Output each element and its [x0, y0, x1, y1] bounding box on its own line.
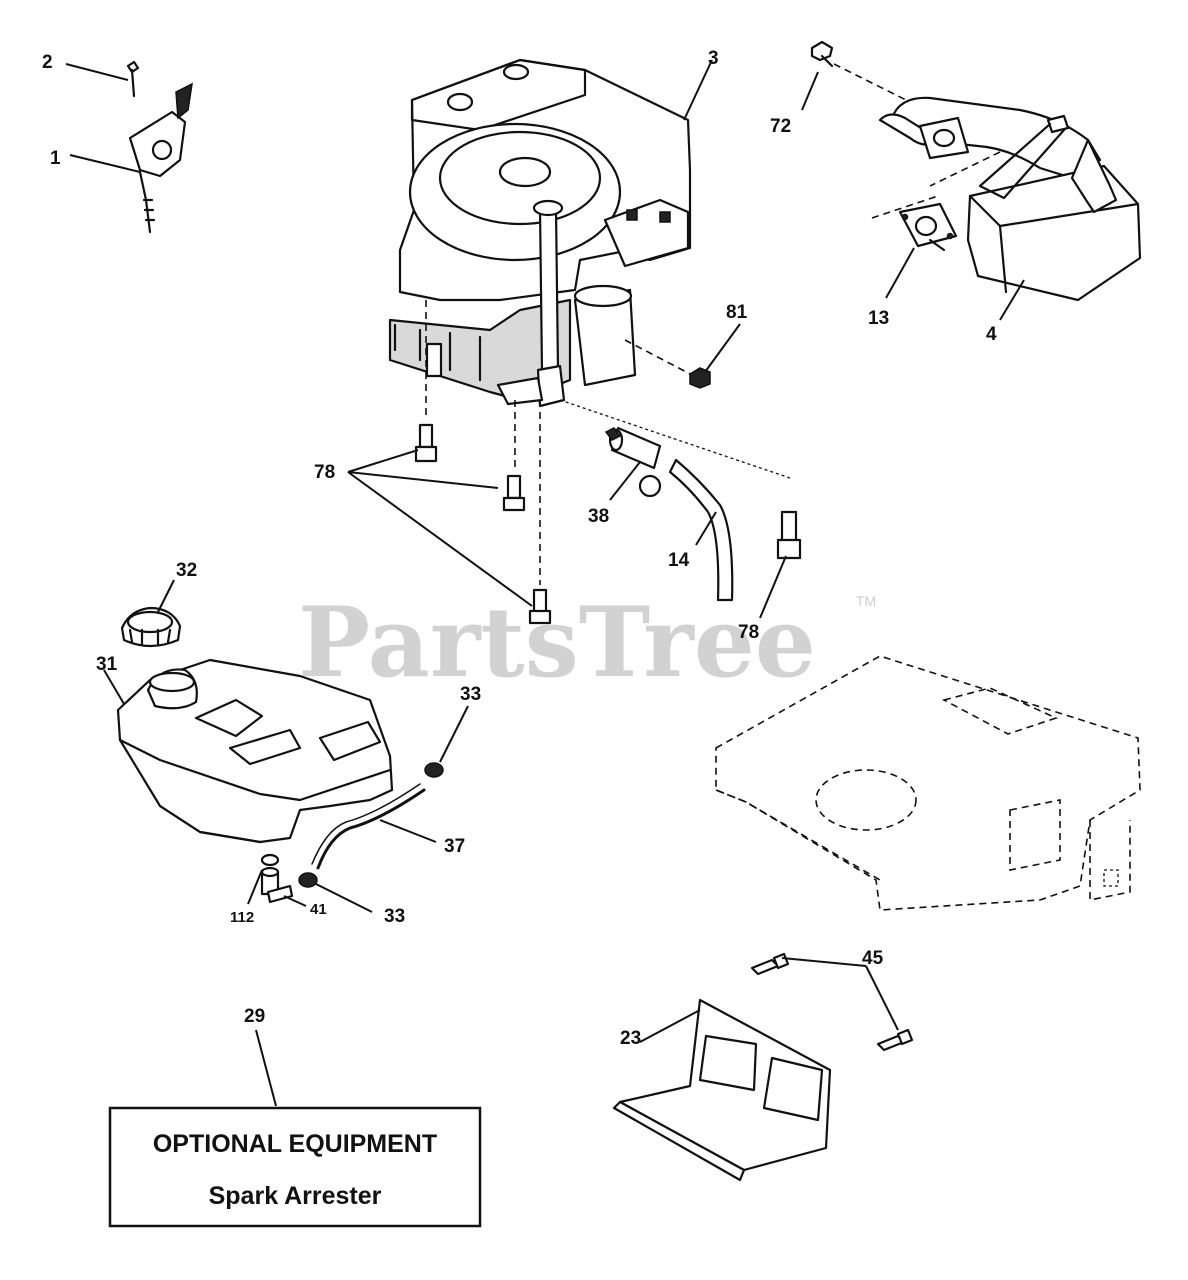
label-part-81[interactable]: 81 [726, 302, 748, 323]
fuel-line-part[interactable] [668, 458, 734, 602]
leader-lines [65, 59, 1025, 1107]
optional-equipment-box: OPTIONAL EQUIPMENT Spark Arrester [108, 1106, 482, 1228]
label-part-33[interactable]: 33 [460, 684, 481, 705]
label-part-14[interactable]: 14 [668, 550, 690, 571]
muffler-part[interactable] [878, 96, 1142, 302]
label-part-23[interactable]: 23 [620, 1028, 641, 1049]
fuel-filter-part[interactable] [559, 399, 791, 498]
label-part-1[interactable]: 1 [50, 148, 61, 169]
label-part-112[interactable]: 112 [230, 909, 254, 926]
label-part-45[interactable]: 45 [862, 948, 884, 969]
label-part-72[interactable]: 72 [770, 116, 791, 137]
label-part-4[interactable]: 4 [986, 324, 997, 345]
label-part-41[interactable]: 41 [310, 901, 327, 918]
bolt-78-parts[interactable] [414, 300, 802, 625]
label-part-32[interactable]: 32 [176, 560, 197, 581]
nut-81-part[interactable] [624, 339, 711, 389]
fuel-hose-part[interactable] [298, 762, 444, 888]
label-part-78[interactable]: 78 [314, 462, 335, 483]
fuel-fitting-part[interactable] [260, 853, 294, 904]
label-part-38[interactable]: 38 [588, 506, 609, 527]
label-part-3[interactable]: 3 [708, 48, 719, 69]
heat-shield-part[interactable] [612, 998, 832, 1182]
fuel-tank-part[interactable] [116, 658, 394, 844]
fuel-cap-part[interactable] [120, 606, 182, 648]
label-part-29[interactable]: 29 [244, 1006, 265, 1027]
watermark: PartsTree TM [298, 586, 876, 699]
label-part-37[interactable]: 37 [444, 836, 465, 857]
engine-part[interactable] [388, 58, 692, 408]
label-part-33-b[interactable]: 33 [384, 906, 405, 927]
throttle-control-part[interactable] [126, 60, 193, 234]
watermark-tm: TM [856, 593, 876, 609]
part-labels: 2 1 3 72 4 13 81 78 38 14 78 32 31 33 37… [42, 48, 997, 1049]
label-part-2[interactable]: 2 [42, 52, 53, 73]
optional-equipment-subtitle: Spark Arrester [209, 1182, 382, 1210]
gasket-part[interactable] [871, 195, 958, 252]
watermark-text: PartsTree [298, 586, 816, 699]
chassis-frame [715, 655, 1141, 911]
label-part-78-b[interactable]: 78 [738, 622, 759, 643]
label-part-13[interactable]: 13 [868, 308, 889, 329]
screw-45-parts[interactable] [750, 952, 914, 1052]
optional-equipment-title: OPTIONAL EQUIPMENT [153, 1130, 437, 1158]
label-part-31[interactable]: 31 [96, 654, 118, 675]
